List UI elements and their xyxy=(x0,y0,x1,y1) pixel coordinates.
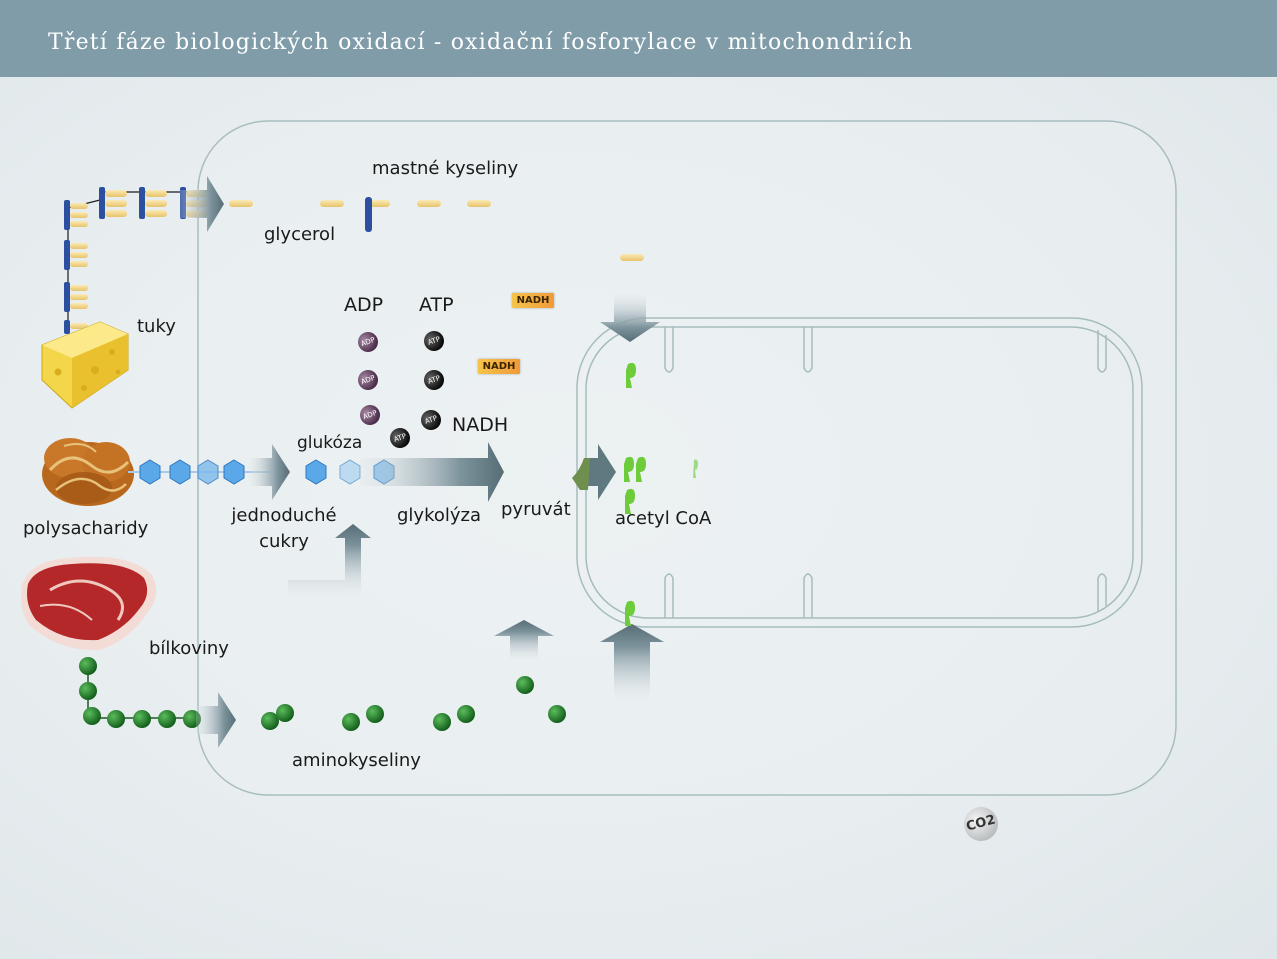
acetyl-coa-label: acetyl CoA xyxy=(615,508,712,529)
glycolysis-label: glykolýza xyxy=(397,505,482,526)
meat-icon xyxy=(21,556,157,651)
fats-label: tuky xyxy=(137,316,176,337)
pyruvate-molecule xyxy=(572,458,590,490)
page-title: Třetí fáze biologických oxidací - oxidač… xyxy=(48,30,914,55)
amino-acids-label: aminokyseliny xyxy=(292,750,421,771)
pyruvate-label: pyruvát xyxy=(501,499,571,520)
fatty-acids-label: mastné kyseliny xyxy=(372,158,519,179)
atp-label: ATP xyxy=(419,294,454,316)
cheese-icon xyxy=(41,321,129,409)
nadh-label: NADH xyxy=(452,414,509,436)
fatty-acid-fragments xyxy=(229,200,644,261)
simple-sugars-line2: cukry xyxy=(259,531,309,552)
fat-entry-arrow xyxy=(180,176,224,232)
sugar-entry-arrow xyxy=(250,444,290,500)
simple-sugars-line1: jednoduché xyxy=(231,505,337,526)
amino-acid-molecules xyxy=(261,676,566,731)
amino-entry-arrow xyxy=(196,692,236,748)
title-bar: Třetí fáze biologických oxidací - oxidač… xyxy=(0,0,1277,77)
amino-to-sugar-arrow xyxy=(288,524,371,596)
cell-membrane xyxy=(197,120,1177,796)
amino-to-acetylcoa-arrow xyxy=(600,624,664,700)
nadh-badge: NADH xyxy=(512,293,554,308)
glycerol-molecule xyxy=(365,197,372,232)
amino-acid-chain xyxy=(79,657,201,728)
pyruvate-entry-arrow xyxy=(585,444,616,500)
amino-to-pyruvate-arrow xyxy=(494,620,554,660)
mitochondrion-entry-arrow-top xyxy=(600,294,660,342)
nadh-badge: NADH xyxy=(478,359,520,374)
sugar-chain xyxy=(128,459,270,485)
simple-sugars-label: jednoduché cukry xyxy=(228,507,340,551)
proteins-label: bílkoviny xyxy=(149,638,229,659)
glycolysis-arrow xyxy=(360,442,504,502)
glucose-label: glukóza xyxy=(297,433,363,453)
adp-label: ADP xyxy=(344,294,384,316)
polysaccharides-label: polysacharidy xyxy=(23,518,149,539)
bread-icon xyxy=(42,438,134,506)
glycerol-label: glycerol xyxy=(264,224,336,245)
acetyl-coa-molecules xyxy=(624,362,698,626)
